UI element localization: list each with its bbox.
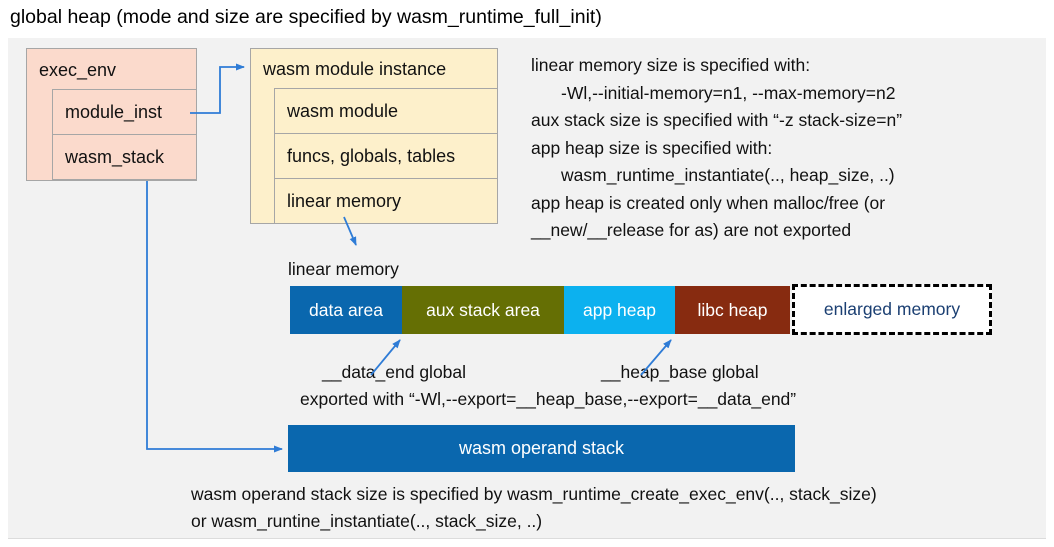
- segment-libc-heap: libc heap: [675, 286, 790, 334]
- exec-env-header: exec_env: [39, 59, 117, 80]
- heap-base-global-label: __heap_base global: [601, 362, 759, 382]
- linear-memory-label: linear memory: [288, 259, 399, 279]
- module-instance-header: wasm module instance: [263, 58, 447, 79]
- segment-enlarged-memory: enlarged memory: [792, 284, 992, 335]
- segment-data-area: data area: [290, 286, 402, 334]
- segment-aux-stack-area: aux stack area: [402, 286, 564, 334]
- exec-env-row-module-inst: module_inst: [52, 89, 197, 135]
- segment-app-heap: app heap: [564, 286, 675, 334]
- note-line: app heap is created only when malloc/fre…: [531, 192, 886, 213]
- note-line: linear memory size is specified with:: [531, 55, 811, 76]
- notes-right: linear memory size is specified with: -W…: [531, 52, 902, 245]
- exec-env-row-wasm-stack: wasm_stack: [52, 134, 197, 180]
- data-end-global-label: __data_end global: [322, 362, 467, 382]
- module-instance-row-linear-memory: linear memory: [274, 178, 498, 224]
- operand-stack-note-line1: wasm operand stack size is specified by …: [191, 484, 877, 504]
- note-line: wasm_runtime_instantiate(.., heap_size, …: [561, 165, 895, 186]
- operand-stack-bar: wasm operand stack: [288, 425, 795, 472]
- note-line: __new/__release for as) are not exported: [531, 220, 852, 241]
- export-flags-label: exported with “-Wl,--export=__heap_base,…: [300, 389, 797, 409]
- module-instance-row-wasm-module: wasm module: [274, 88, 498, 134]
- note-line: -Wl,--initial-memory=n1, --max-memory=n2: [561, 82, 896, 103]
- note-line: aux stack size is specified with “-z sta…: [531, 110, 903, 131]
- page-title: global heap (mode and size are specified…: [10, 6, 602, 28]
- operand-stack-note-line2: or wasm_runtine_instantiate(.., stack_si…: [191, 511, 543, 531]
- note-line: app heap size is specified with:: [531, 137, 773, 158]
- module-instance-row-funcs-globals-tables: funcs, globals, tables: [274, 133, 498, 179]
